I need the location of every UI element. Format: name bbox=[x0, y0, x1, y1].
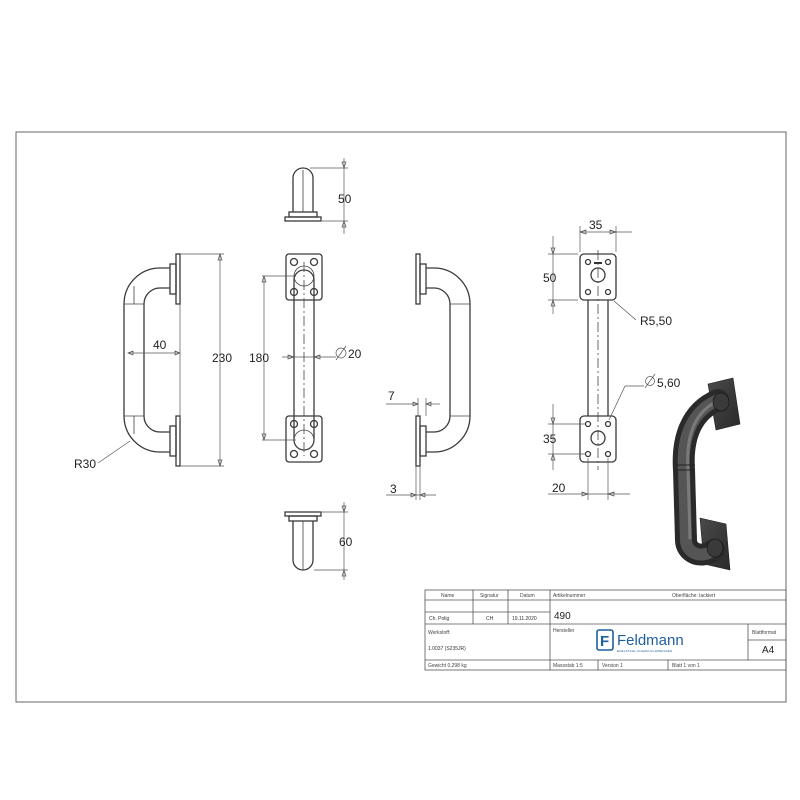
val-article-no: 490 bbox=[554, 611, 571, 622]
bottom-view: 60 bbox=[284, 502, 353, 580]
dim-bottom-height-60: 60 bbox=[339, 535, 353, 549]
top-view: 50 bbox=[284, 158, 352, 234]
val-name: Ch. Polig bbox=[429, 616, 450, 622]
val-material: 1.0037 (S235JR) bbox=[428, 646, 466, 652]
dim-top-height-50: 50 bbox=[338, 192, 352, 206]
val-date: 19.11.2020 bbox=[512, 616, 537, 622]
plate-detail-view: 35 50 R5,50 5,60 35 20 bbox=[543, 218, 681, 500]
logo-glyph: F bbox=[600, 633, 609, 650]
hdr-sheet-format: Blattformat bbox=[752, 630, 777, 636]
dim-diameter-20: 20 bbox=[348, 347, 362, 361]
drawing-frame bbox=[15, 131, 787, 703]
hdr-version: Version 1 bbox=[602, 663, 623, 669]
hdr-article-no: Artikelnummer bbox=[553, 593, 586, 599]
dim-plate-7: 7 bbox=[388, 389, 395, 403]
hdr-material: Werkstoff: bbox=[428, 630, 450, 636]
feldmann-logo: F Feldmann EDELSTAHL-KLEMM-SCHWEISSEN bbox=[596, 629, 684, 653]
hdr-scale: Massstab 1:5 bbox=[553, 663, 583, 669]
dim-hole-diameter: 5,60 bbox=[657, 376, 681, 390]
side-view-right: 7 3 bbox=[386, 253, 471, 500]
val-signature: CH bbox=[486, 616, 494, 622]
dim-hole-offset-20: 20 bbox=[552, 481, 566, 495]
hdr-sheet: Blatt 1 von 1 bbox=[672, 663, 700, 669]
logo-name: Feldmann bbox=[617, 632, 684, 649]
dim-hole-spacing-35: 35 bbox=[543, 432, 557, 446]
dim-corner-radius: R5,50 bbox=[640, 314, 672, 328]
hdr-weight: Gewicht 0,298 kg bbox=[428, 663, 467, 669]
dim-center-180: 180 bbox=[249, 351, 269, 365]
logo-tagline: EDELSTAHL-KLEMM-SCHWEISSEN bbox=[617, 649, 672, 653]
dim-offset-3: 3 bbox=[390, 482, 397, 496]
hdr-manufacturer: Hersteller bbox=[553, 628, 575, 634]
front-view: 180 20 bbox=[249, 253, 362, 463]
handle-3d-render bbox=[672, 377, 741, 571]
hdr-signature: Signatur bbox=[480, 593, 499, 599]
dim-plate-height-50: 50 bbox=[543, 271, 557, 285]
title-block: Name Signatur Datum Artikelnummer Oberfl… bbox=[424, 589, 787, 671]
diameter-symbol-icon bbox=[644, 373, 656, 389]
val-sheet-format: A4 bbox=[762, 645, 775, 656]
side-view-left: 40 230 R30 bbox=[74, 252, 232, 471]
dim-standoff-40: 40 bbox=[153, 338, 167, 352]
dim-radius-30: R30 bbox=[74, 457, 96, 471]
hdr-surface: Oberfläche: lackiert bbox=[672, 593, 716, 599]
dim-overall-230: 230 bbox=[212, 351, 232, 365]
hdr-name: Name bbox=[441, 593, 455, 599]
hdr-date: Datum bbox=[520, 593, 535, 599]
dim-plate-width-35: 35 bbox=[589, 218, 603, 232]
diameter-symbol-icon bbox=[335, 345, 347, 361]
